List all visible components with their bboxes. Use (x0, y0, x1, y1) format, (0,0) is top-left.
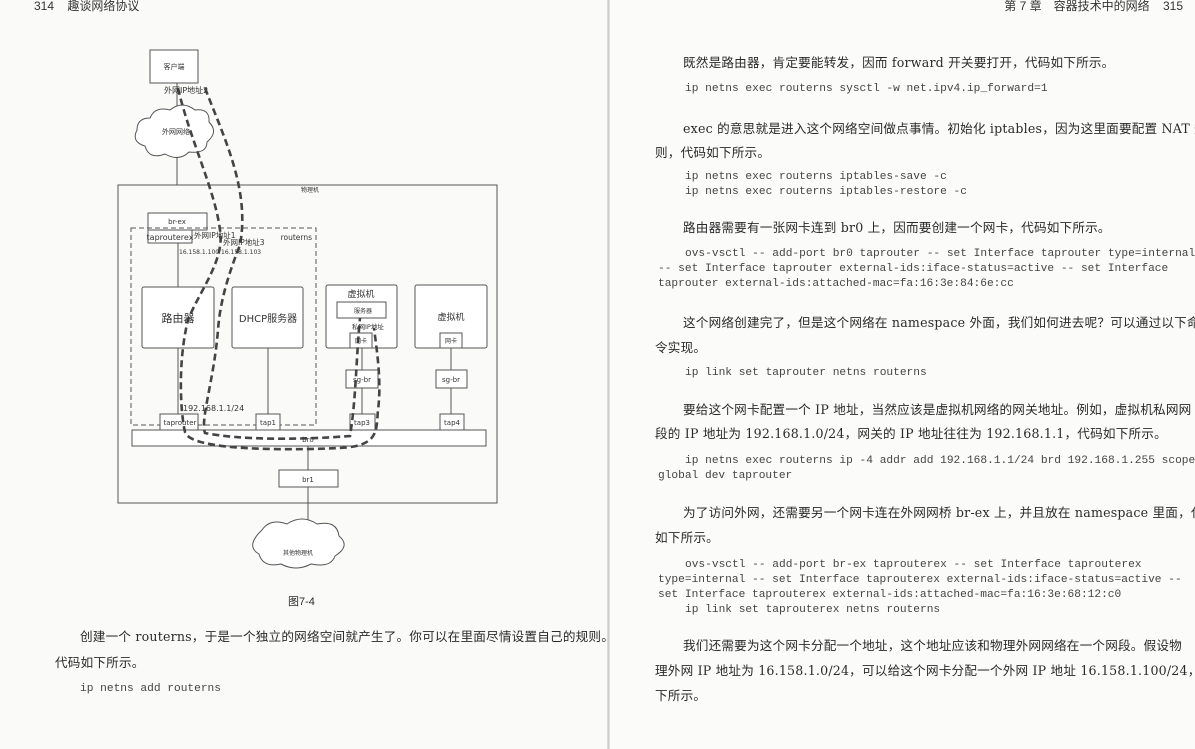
right-page: 第 7 章 容器技术中的网络 315 既然是路由器，肯定要能转发，因而 forw… (610, 0, 1195, 749)
label-dhcp: DHCP服务器 (239, 312, 297, 325)
label-ip-103: 16.158.1.103 (221, 249, 261, 256)
label-other-hosts: 其他物理机 (283, 549, 313, 557)
label-br-ex: br-ex (168, 218, 186, 226)
label-tap4: tap4 (444, 419, 460, 427)
label-public-ip-1: 外网IP地址1 (194, 230, 236, 240)
paragraph-line: 要给这个网卡配置一个 IP 地址，当然应该是虚拟机网络的网关地址。例如，虚拟机私… (683, 402, 1192, 417)
network-diagram: 客户端 外网网络 物理机 br-ex 服务器 网卡 sg-br 网卡 sg-br… (117, 49, 498, 569)
paragraph-line: 路由器需要有一张网卡连到 br0 上，因而要创建一个网卡，代码如下所示。 (683, 220, 1111, 235)
book-spine (607, 0, 610, 749)
code-line: ovs-vsctl -- add-port br0 taprouter -- s… (685, 248, 1195, 260)
label-br0: br0 (302, 436, 314, 444)
figure-caption: 图7-4 (288, 596, 315, 608)
other-hosts-cloud (252, 518, 345, 569)
code-line: type=internal -- set Interface taprouter… (658, 574, 1182, 586)
label-nic2: 网卡 (445, 337, 457, 345)
taprouterex-box (147, 229, 193, 244)
label-taprouterex: taprouterex (147, 233, 194, 242)
code-line: ovs-vsctl -- add-port br-ex taprouterex … (685, 559, 1142, 571)
label-tap1: tap1 (260, 419, 276, 427)
label-br1: br1 (302, 476, 314, 484)
nic1-box (349, 332, 373, 349)
label-taprouter: taprouter (164, 419, 197, 427)
right-page-header: 第 7 章 容器技术中的网络 315 (1004, 0, 1183, 14)
paragraph-line: 如下所示。 (655, 530, 719, 545)
paragraph-line: 创建一个 routerns，于是一个独立的网络空间就产生了。你可以在里面尽情设置… (80, 629, 614, 644)
traffic-path (176, 87, 381, 451)
paragraph-line: 我们还需要为这个网卡分配一个地址，这个地址应该和物理外网网络在一个网段。假设物 (683, 638, 1182, 653)
chapter-title: 第 7 章 容器技术中的网络 (1004, 0, 1150, 13)
code-line: ip link set taprouterex netns routerns (685, 604, 941, 616)
routerns-namespace (130, 227, 317, 426)
code-line: ip netns exec routerns iptables-save -c (685, 171, 947, 183)
paragraph-line: 理外网 IP 地址为 16.158.1.0/24，可以给这个网卡分配一个外网 I… (655, 663, 1195, 678)
code-line: ip link set taprouter netns routerns (685, 367, 927, 379)
label-physical-host: 物理机 (301, 186, 319, 194)
label-internet: 外网网络 (162, 127, 190, 136)
paragraph-line: 既然是路由器，肯定要能转发，因而 forward 开关要打开，代码如下所示。 (683, 55, 1115, 70)
label-tap3: tap3 (354, 419, 370, 427)
label-public-ip-2: 外网IP地址2 (164, 85, 208, 95)
label-gateway-ip: 192.168.1.1/24 (183, 404, 244, 413)
label-client: 客户端 (164, 62, 185, 71)
client-box (149, 49, 199, 84)
server-box (336, 301, 387, 319)
page-number: 314 (34, 0, 55, 13)
left-page: 314 趣谈网络协议 (34, 0, 614, 695)
label-private-ip: 私网IP地址 (352, 322, 384, 331)
code-line: ip netns add routerns (80, 683, 221, 695)
label-routerns: routerns (281, 233, 313, 242)
label-sgbr1: sg-br (353, 376, 371, 384)
code-line: ip netns exec routerns sysctl -w net.ipv… (685, 83, 1048, 95)
code-line: ip netns exec routerns ip -4 addr add 19… (685, 455, 1195, 467)
paragraph-line: 为了访问外网，还需要另一个网卡连在外网网桥 br-ex 上，并且放在 names… (683, 505, 1195, 520)
code-line: ip netns exec routerns iptables-restore … (685, 186, 967, 198)
br0-box (131, 429, 487, 447)
page-number: 315 (1162, 0, 1183, 13)
label-server: 服务器 (354, 307, 372, 315)
paragraph-line: 这个网络创建完了，但是这个网络在 namespace 外面，我们如何进去呢？可以… (683, 315, 1195, 330)
paragraph-line: 下所示。 (655, 688, 707, 703)
code-line: -- set Interface taprouter external-ids:… (658, 263, 1169, 275)
label-vm1: 虚拟机 (347, 288, 374, 300)
left-page-header: 314 趣谈网络协议 (34, 0, 139, 14)
paragraph-line: 令实现。 (655, 340, 707, 355)
code-line: global dev taprouter (658, 470, 793, 482)
label-sgbr2: sg-br (442, 376, 460, 384)
label-ip-100: 16.158.1.100 (179, 249, 219, 256)
code-line: taprouter external-ids:attached-mac=fa:1… (658, 278, 1014, 290)
paragraph-line: 则，代码如下所示。 (655, 145, 771, 160)
label-router: 路由器 (162, 311, 195, 325)
label-public-ip-3: 外网IP地址3 (223, 237, 265, 247)
book-title: 趣谈网络协议 (67, 0, 140, 13)
paragraph-line: 段的 IP 地址为 192.168.1.0/24，网关的 IP 地址往往为 19… (655, 426, 1167, 441)
paragraph-line: exec 的意思就是进入这个网络空间做点事情。初始化 iptables，因为这里… (683, 121, 1195, 136)
label-vm2: 虚拟机 (437, 311, 464, 323)
code-line: set Interface taprouterex external-ids:a… (658, 589, 1122, 601)
label-nic1: 网卡 (355, 337, 367, 345)
paragraph-line: 代码如下所示。 (55, 655, 145, 670)
